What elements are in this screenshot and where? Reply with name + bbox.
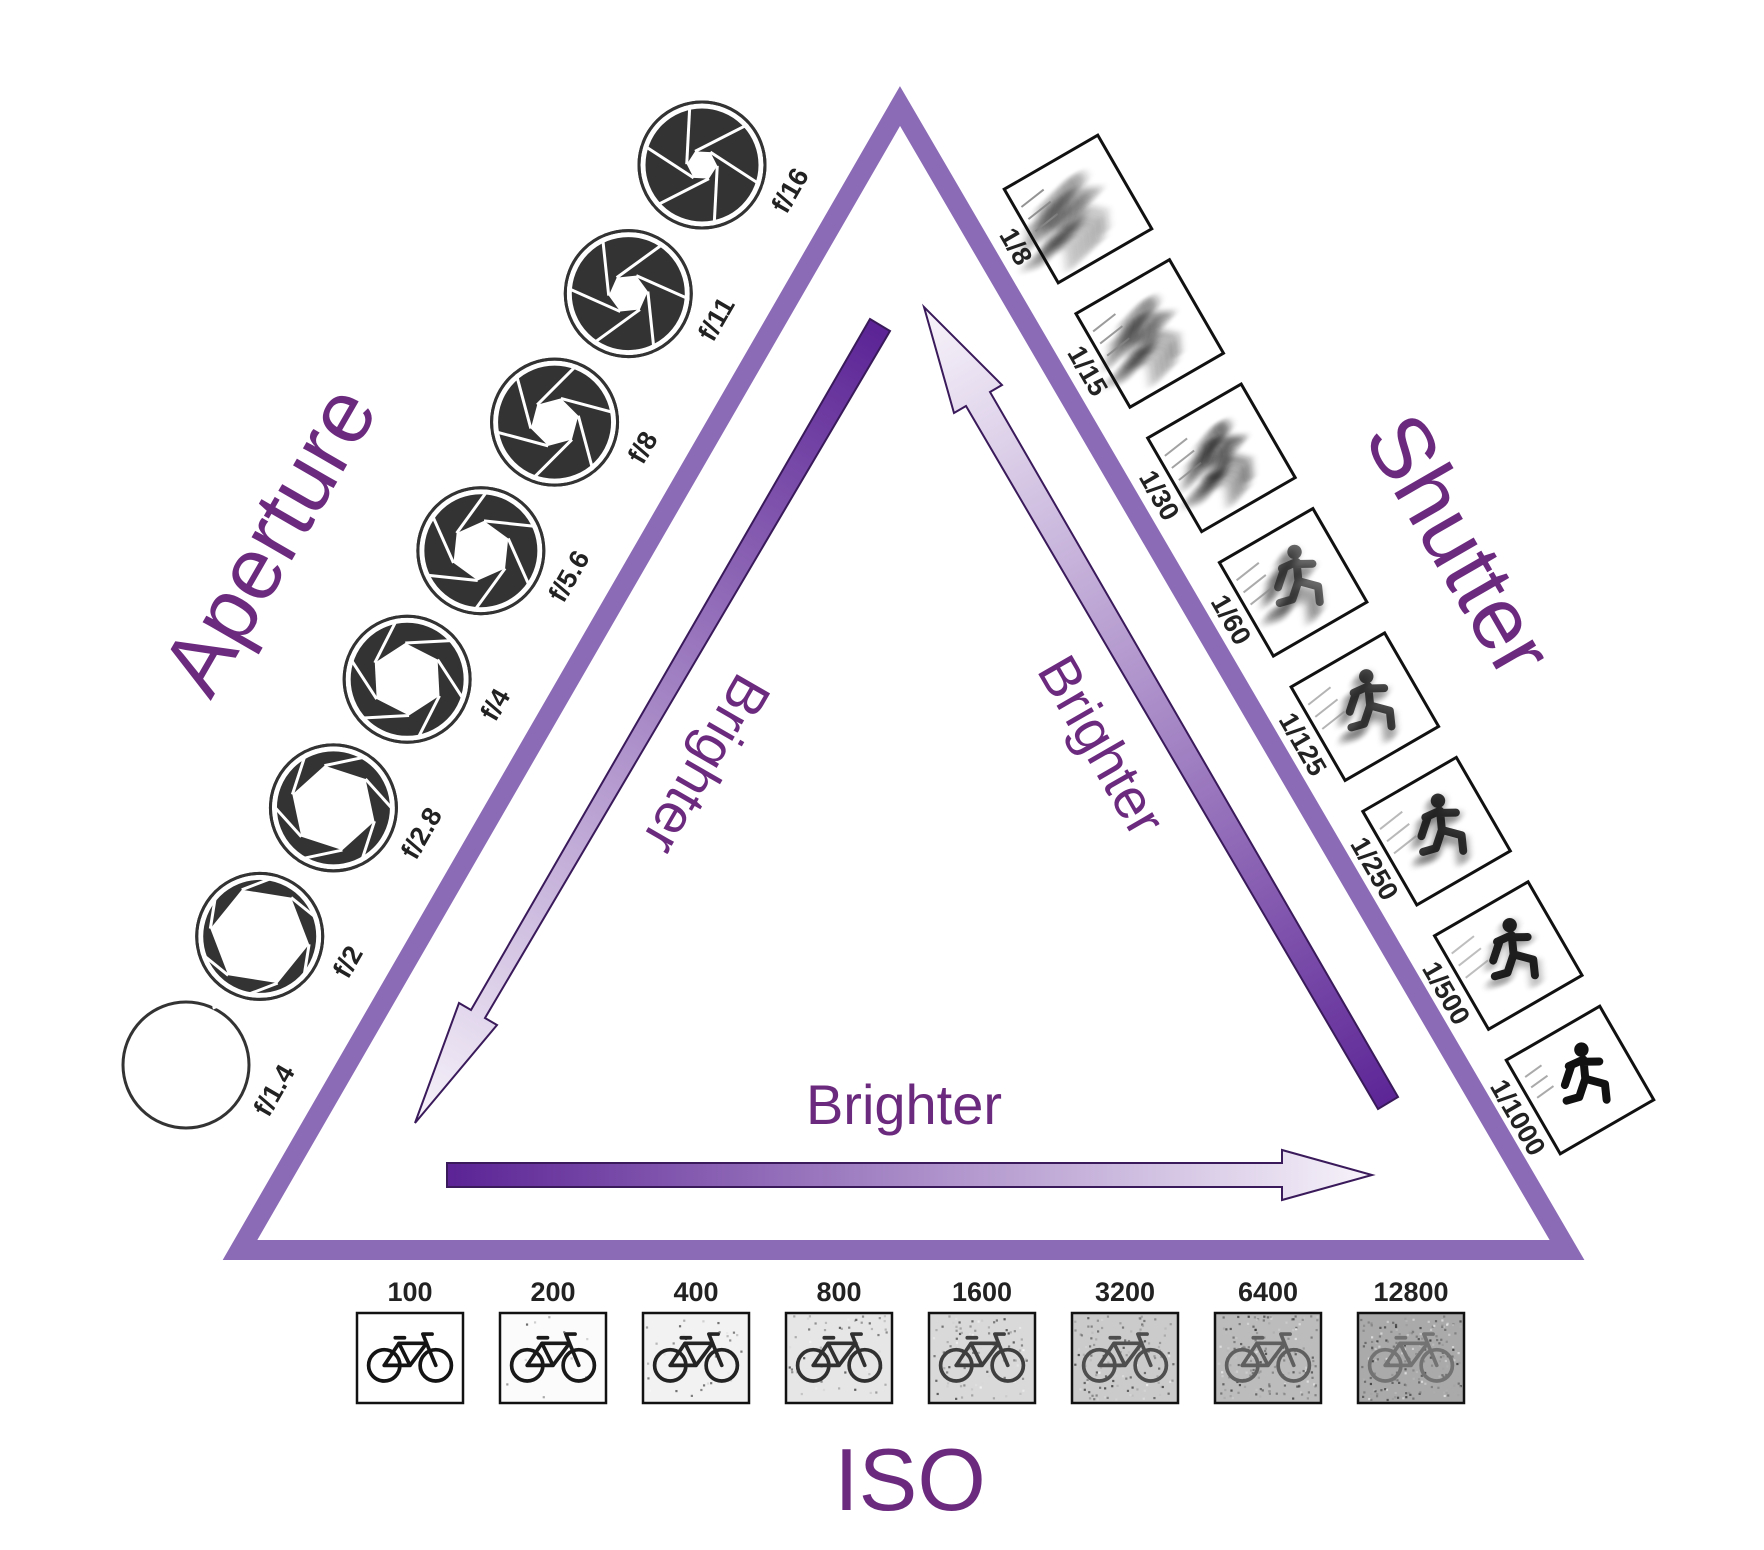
iso-value-label: 800 [816, 1277, 861, 1307]
iso-value-label: 3200 [1095, 1277, 1155, 1307]
iso-frame [1213, 1311, 1323, 1405]
brighter-label-bottom: Brighter [806, 1073, 1002, 1136]
iso-frame [1356, 1311, 1466, 1405]
exposure-triangle [222, 86, 1585, 1260]
running-man-icon [1158, 415, 1266, 522]
brighter-arrow-left [414, 317, 892, 1124]
iso-value-label: 400 [673, 1277, 718, 1307]
aperture-stop-label: f/1.4 [248, 1060, 301, 1122]
aperture-stop: f/5.6 [408, 475, 596, 626]
aperture-stop-label: f/11 [692, 292, 741, 346]
aperture-blade-icon [408, 475, 554, 626]
aperture-blade-icon [556, 226, 701, 361]
iso-value: 12800 [1356, 1277, 1466, 1405]
shutter-speed: 1/60 [1205, 506, 1369, 659]
running-man-icon [1081, 291, 1194, 401]
running-man-icon [1524, 1039, 1618, 1130]
iso-value-label: 6400 [1238, 1277, 1298, 1307]
aperture-stop-label: f/2.8 [395, 802, 448, 864]
aperture-blade-icon [480, 354, 629, 490]
running-man-icon [997, 167, 1124, 286]
iso-value-label: 100 [387, 1277, 432, 1307]
aperture-stop: f/4 [337, 600, 516, 759]
aperture-blade-icon [173, 859, 347, 1014]
running-man-icon [1307, 664, 1407, 765]
iso-value: 100 [355, 1277, 465, 1405]
shutter-frame [1432, 879, 1585, 1032]
iso-value: 3200 [1070, 1277, 1180, 1405]
aperture-blade-icon [337, 600, 477, 759]
aperture-stop: f/16 [634, 94, 815, 236]
iso-frame [927, 1311, 1037, 1405]
aperture-outline [121, 1000, 251, 1130]
iso-value: 200 [498, 1277, 608, 1405]
brighter-arrow-right [921, 303, 1400, 1111]
iso-value: 400 [641, 1277, 751, 1405]
aperture-stop: f/8 [480, 354, 664, 490]
running-man-icon [1379, 789, 1479, 890]
aperture-blade-icon [253, 727, 414, 888]
aperture-stop-label: f/4 [474, 684, 516, 726]
iso-frame [355, 1311, 465, 1405]
iso-value-label: 1600 [952, 1277, 1012, 1307]
iso-value: 800 [784, 1277, 894, 1405]
iso-frame [641, 1311, 751, 1405]
aperture-stop-label: f/8 [622, 426, 664, 468]
aperture-stop: f/2 [173, 859, 369, 1014]
aperture-stop: f/1.4 [121, 1000, 301, 1130]
shutter-speed: 1/125 [1273, 630, 1441, 783]
iso-value-label: 12800 [1373, 1277, 1448, 1307]
aperture-blade-icon [634, 94, 770, 236]
shutter-speed: 1/500 [1416, 879, 1585, 1032]
aperture-stop: f/11 [556, 226, 741, 361]
iso-value: 1600 [927, 1277, 1037, 1405]
iso-value: 6400 [1213, 1277, 1323, 1405]
shutter-speed: 1/250 [1344, 755, 1513, 907]
brighter-arrow-bottom [446, 1148, 1376, 1202]
aperture-stop-label: f/16 [766, 163, 815, 218]
shutter-speed: 1/8 [993, 133, 1154, 293]
iso-value-label: 200 [530, 1277, 575, 1307]
aperture-stop: f/2.8 [253, 727, 448, 888]
iso-values: 100 200 400 800 1600 3200 6400 12800 [355, 1277, 1466, 1405]
running-man-icon [1451, 913, 1550, 1012]
running-man-icon [1235, 540, 1337, 643]
iso-title: ISO [834, 1430, 986, 1529]
shutter-speed: 1/30 [1133, 382, 1298, 534]
aperture-stop-label: f/2 [327, 941, 369, 983]
iso-frame [498, 1311, 608, 1405]
shutter-speed: 1/15 [1061, 257, 1226, 410]
shutter-frame [1504, 1004, 1656, 1156]
aperture-stop-label: f/5.6 [543, 545, 596, 607]
